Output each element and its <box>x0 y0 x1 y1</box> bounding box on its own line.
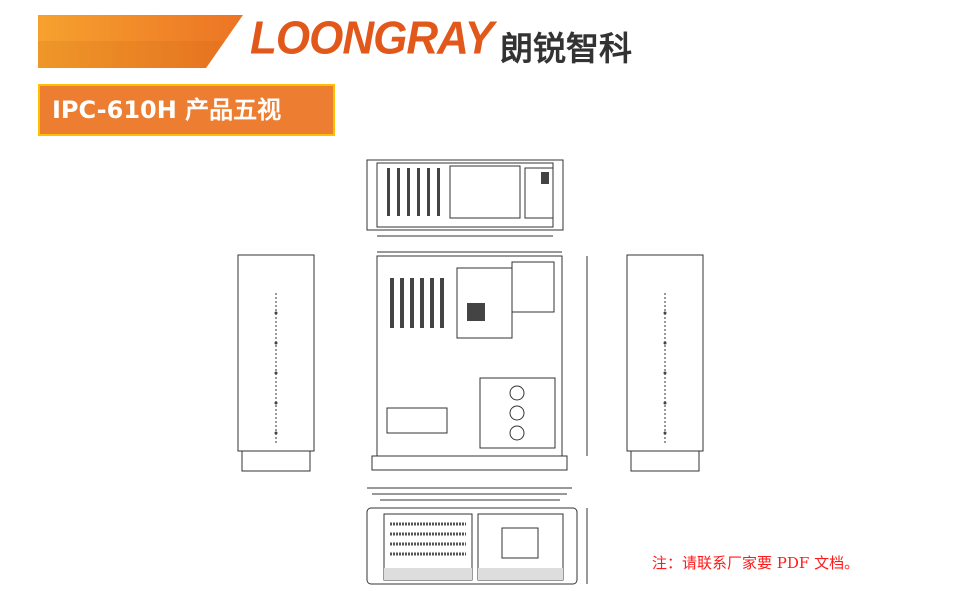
contact-note: 注：请联系厂家要 PDF 文档。 <box>652 554 860 572</box>
header-banner <box>38 15 243 68</box>
drawing-right-view <box>626 254 704 472</box>
drawing-front-view <box>371 251 588 471</box>
logo-chinese: 朗锐智科 <box>500 29 632 68</box>
drawing-top-view <box>366 159 564 237</box>
page-title: IPC-610H 产品五视 <box>38 84 335 136</box>
expansion-slots <box>387 168 440 216</box>
drawing-bottom-view <box>366 487 588 585</box>
drawing-left-view <box>237 254 315 472</box>
logo: LOONGRAY <box>250 12 494 65</box>
